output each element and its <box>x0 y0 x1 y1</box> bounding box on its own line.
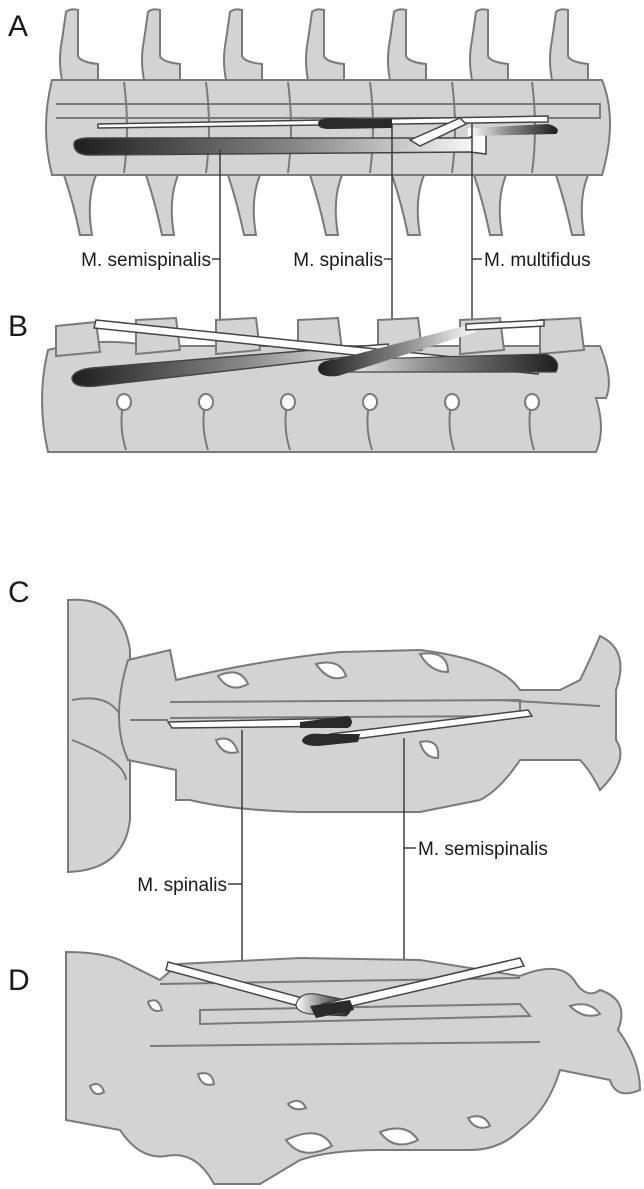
panel-label-c: C <box>8 576 30 609</box>
panel-label-a: A <box>8 10 28 43</box>
label-spinalis-top: M. spinalis <box>293 250 383 271</box>
label-semispinalis-top: M. semispinalis <box>81 250 211 271</box>
label-spinalis-bottom: M. spinalis <box>137 875 227 896</box>
panel-b-vertebrae <box>42 318 609 452</box>
label-semispinalis-bottom: M. semispinalis <box>418 839 548 860</box>
panel-d-vertebrae <box>66 952 640 1184</box>
panel-label-d: D <box>8 964 30 997</box>
spinalis-muscle-a <box>318 118 392 129</box>
panel-label-b: B <box>8 310 28 343</box>
label-multifidus-top: M. multifidus <box>484 250 591 271</box>
